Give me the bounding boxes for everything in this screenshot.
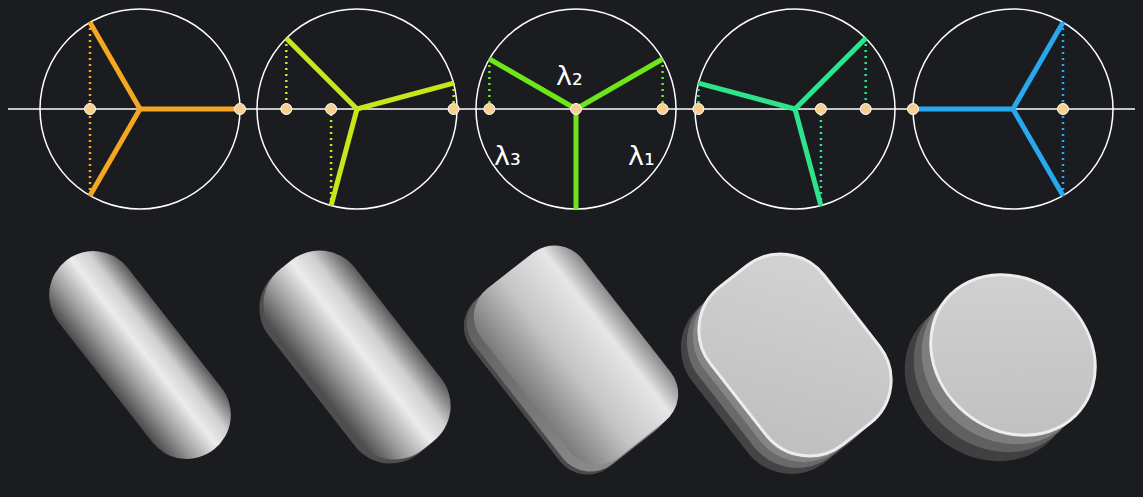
eigenvalue-dots [85,104,1069,115]
flattened-slab-shape [450,231,693,488]
eigenvalue-label: λ₂ [556,62,583,89]
eigenvalue-label: λ₁ [628,142,655,169]
round-disc-shape [872,242,1128,495]
mohr-circles [40,9,1113,209]
rounded-slab-shape [241,232,469,481]
eigen-spokes [90,22,1063,209]
oval-disc-shape [659,232,914,496]
eigenvalue-label: λ₃ [494,142,521,169]
capsule-shape [31,233,248,476]
